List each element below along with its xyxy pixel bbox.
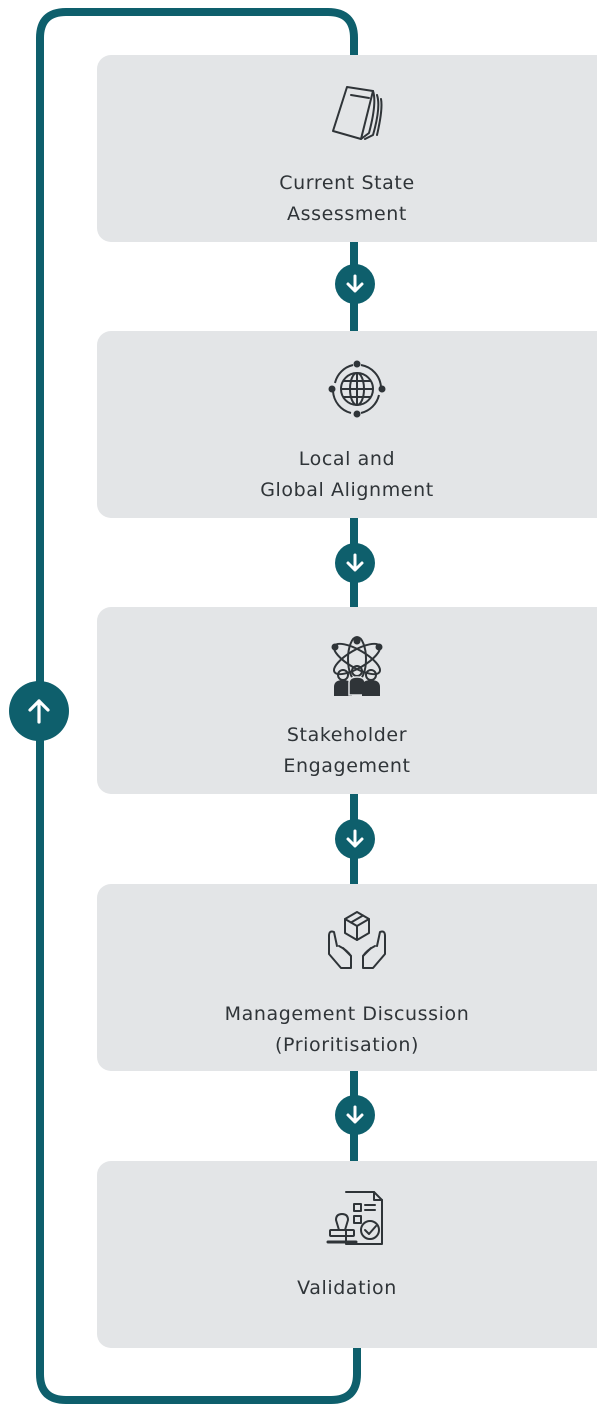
step-label: Management Discussion (Prioritisation) [97,999,597,1061]
step-label: Validation [97,1273,597,1304]
arrow-up-icon [9,681,69,741]
step-label-line: Stakeholder [286,724,408,746]
step-label-line: Assessment [287,203,407,225]
step-label-line: Global Alignment [260,479,434,501]
approval-stamp-icon [321,1183,393,1255]
step-label-line: Validation [297,1277,397,1299]
documents-icon [321,77,393,149]
step-label-line: Management Discussion [224,1003,470,1025]
step-label-line: (Prioritisation) [274,1034,420,1056]
globe-network-icon [321,353,393,425]
arrow-down-icon [335,264,375,304]
step-card-local-global-alignment: Local and Global Alignment [97,331,597,518]
step-card-current-state-assessment: Current State Assessment [97,55,597,242]
step-label-line: Current State [279,172,415,194]
step-card-management-discussion: Management Discussion (Prioritisation) [97,884,597,1071]
step-label: Current State Assessment [97,168,597,230]
arrow-down-icon [335,543,375,583]
step-label-line: Engagement [283,755,411,777]
step-card-stakeholder-engagement: Stakeholder Engagement [97,607,597,794]
step-card-validation: Validation [97,1161,597,1348]
arrow-down-icon [335,1095,375,1135]
hands-cube-icon [321,904,393,976]
step-label: Local and Global Alignment [97,444,597,506]
stakeholder-group-icon [321,629,393,701]
step-label-line: Local and [298,448,396,470]
step-label: Stakeholder Engagement [97,720,597,782]
arrow-down-icon [335,819,375,859]
